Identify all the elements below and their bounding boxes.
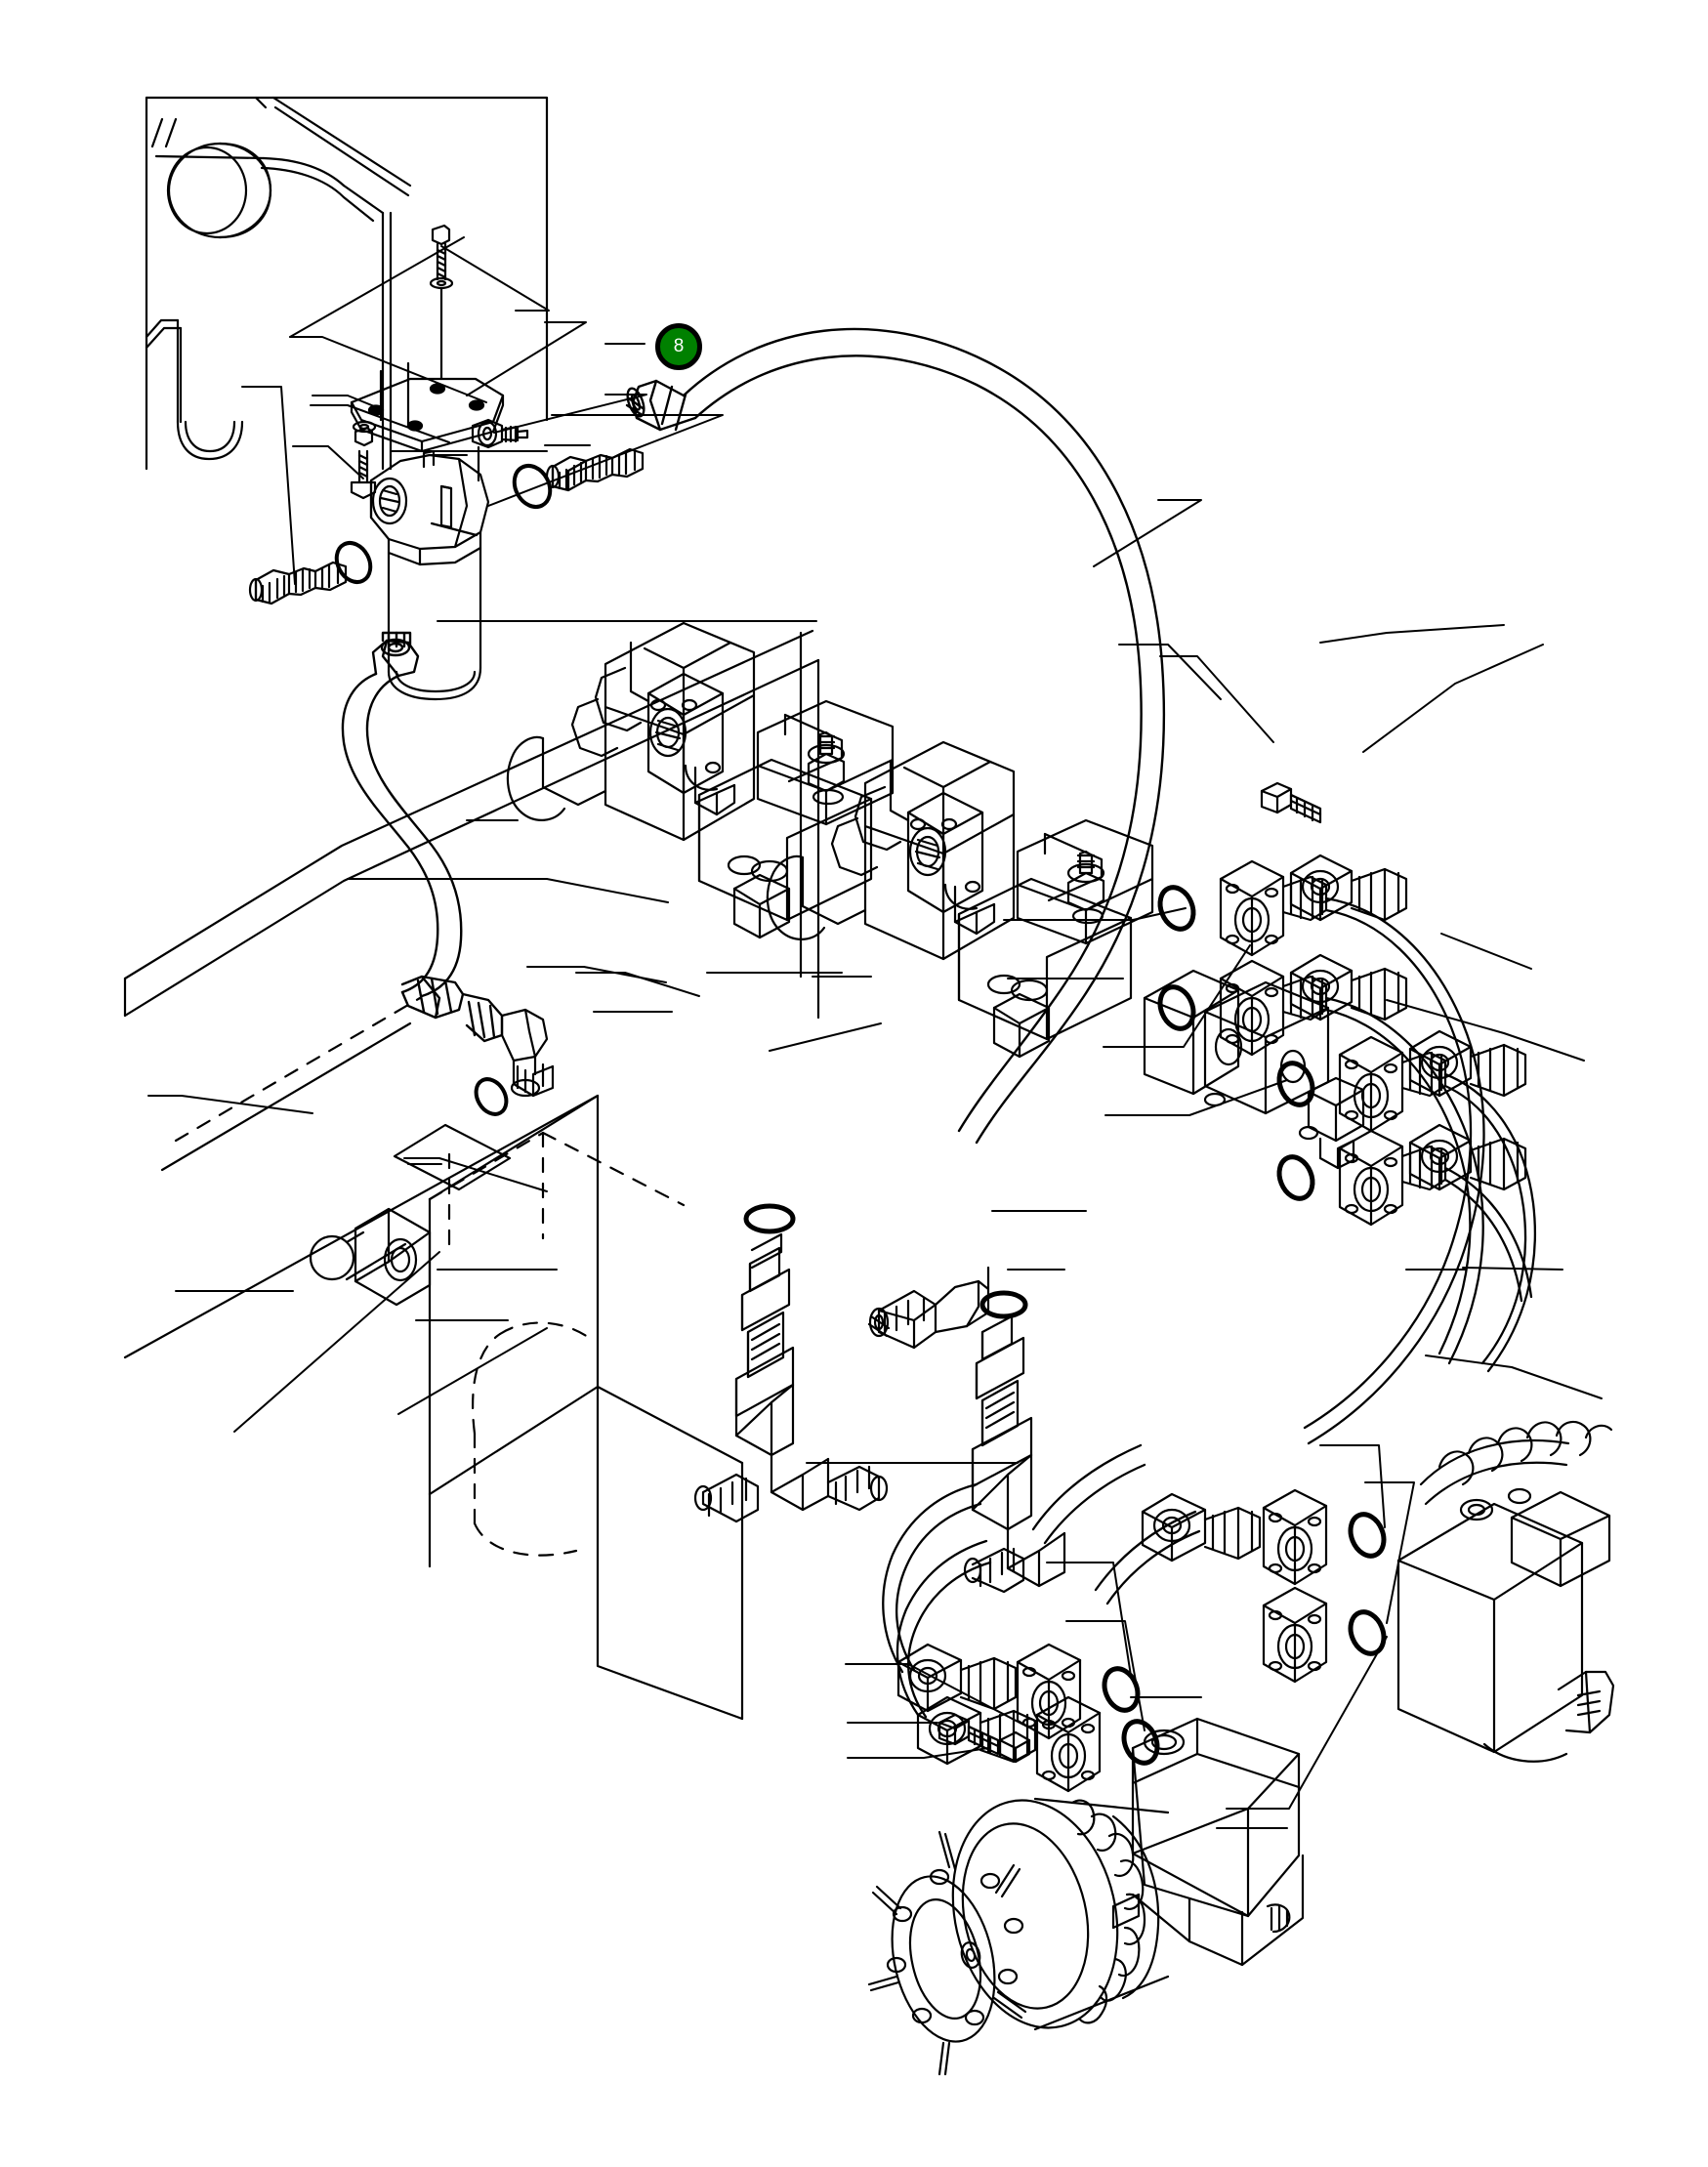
hydraulic-filter-canister (387, 546, 482, 701)
o-ring-tee-top (743, 1203, 796, 1234)
long-hose-main (625, 327, 1166, 1145)
hose-bundle-lower (882, 1443, 1201, 1719)
hose-ferrule-right-2 (1289, 953, 1408, 1021)
o-ring-flange-2 (1157, 984, 1196, 1031)
hose-ferrule-right-1 (1289, 854, 1408, 922)
machine-frame-upper-left (145, 96, 549, 471)
callout-badge-8[interactable]: 8 (655, 323, 702, 370)
elbow-fitting-left (500, 1008, 555, 1098)
bolt-lower (350, 420, 377, 500)
elbow-fitting-right (963, 1314, 1066, 1594)
o-ring-flange-3 (1276, 1061, 1315, 1107)
elbow-fitting-center (867, 1266, 990, 1350)
swivel-joint-block (1396, 1420, 1615, 1763)
hose-ferrule-right-4 (1408, 1123, 1527, 1191)
o-ring-flange-4 (1276, 1154, 1315, 1201)
flange-fitting-6 (1035, 1695, 1102, 1793)
hose-ferrule-lower-3 (1141, 1492, 1262, 1563)
tee-fitting (693, 1232, 889, 1523)
suction-hose-lower-left (341, 631, 504, 1043)
o-ring-flange-8 (1348, 1609, 1387, 1656)
adapter-fitting-left (248, 561, 348, 605)
hydraulic-pump-front (506, 621, 895, 939)
o-ring-flange-6 (1121, 1719, 1160, 1766)
o-ring-flange-7 (1348, 1512, 1387, 1559)
travel-motor-assembly (867, 1717, 1305, 2076)
hydraulic-tank-block (123, 629, 820, 1721)
bolt-upper (429, 224, 454, 381)
o-ring-filter-inlet (334, 540, 373, 585)
callout-number-label: 8 (673, 335, 685, 356)
leader-lines (147, 236, 1603, 1829)
o-ring-right-stack (979, 1290, 1028, 1319)
flange-fitting-7 (1262, 1488, 1328, 1586)
o-ring-pump-suction (474, 1077, 509, 1116)
pump-mount-bolt (1260, 781, 1322, 824)
hydraulic-pump-rear (766, 740, 1154, 1059)
filter-head-block (369, 449, 490, 566)
motor-mount-bolt (937, 1713, 1031, 1764)
hose-ferrule-right-3 (1408, 1029, 1527, 1098)
pressure-switch-valve (471, 418, 529, 482)
flange-fitting-4 (1338, 1129, 1447, 1227)
adapter-fitting-right-upper (545, 447, 645, 492)
flange-fitting-8 (1262, 1586, 1328, 1684)
